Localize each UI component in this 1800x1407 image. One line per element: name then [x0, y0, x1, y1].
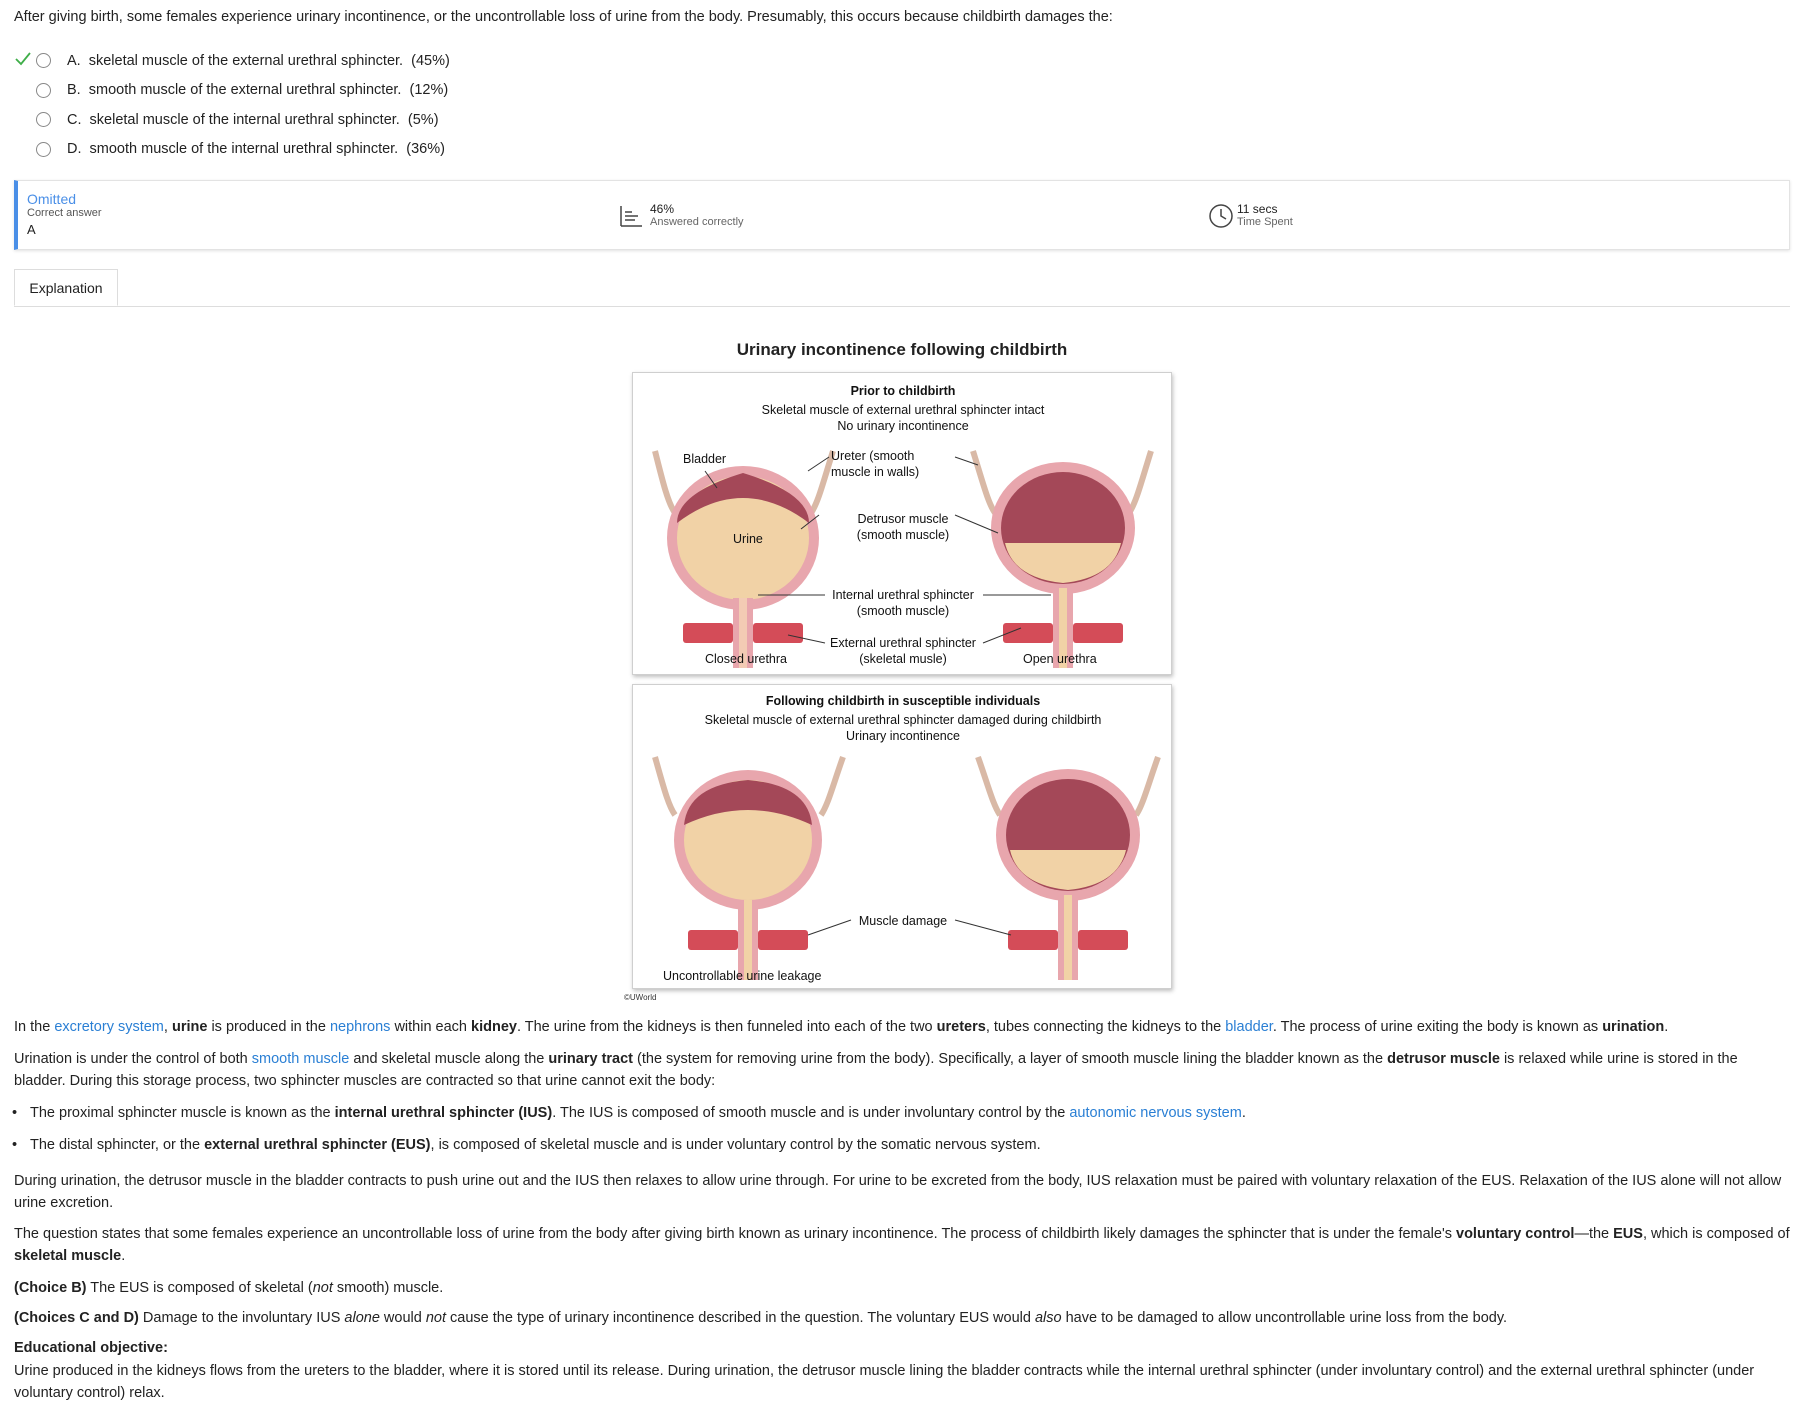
tab-explanation[interactable]: Explanation — [14, 269, 118, 306]
explanation-paragraph: Urination is under the control of both s… — [14, 1051, 1738, 1089]
check-icon — [15, 52, 31, 66]
explanation-paragraph: In the excretory system, urine is produc… — [14, 1019, 1669, 1035]
choice-label: B. smooth muscle of the external urethra… — [67, 82, 449, 99]
panel-subtitle: Skeletal muscle of external urethral sph… — [761, 403, 1045, 417]
answer-choices: A. skeletal muscle of the external ureth… — [14, 46, 450, 164]
panel-heading: Prior to childbirth — [850, 384, 956, 398]
label-urine-leakage: Uncontrollable urine leakage — [663, 969, 822, 983]
link-bladder[interactable]: bladder — [1225, 1019, 1273, 1035]
list-item: The proximal sphincter muscle is known a… — [12, 1102, 1770, 1124]
bladder-illustration-prior — [652, 450, 1154, 668]
choice-label: A. skeletal muscle of the external ureth… — [67, 52, 450, 69]
label-muscle-damage: Muscle damage — [858, 914, 948, 928]
radio-button[interactable] — [36, 112, 51, 128]
answer-status: Omitted Correct answer A — [27, 191, 102, 237]
time-spent-stat: 11 secs Time Spent — [1208, 203, 1293, 229]
explanation-paragraph: The question states that some females ex… — [14, 1226, 1790, 1264]
percent-value: 46% — [650, 202, 675, 216]
figure-panel-prior: Prior to childbirth Skeletal muscle of e… — [632, 372, 1172, 675]
choice-label: C. skeletal muscle of the internal ureth… — [67, 111, 439, 128]
correct-answer-value: A — [27, 222, 36, 237]
panel-subtitle: Urinary incontinence — [846, 729, 960, 743]
percent-correct-stat: 46% Answered correctly — [618, 203, 744, 229]
tab-bar: Explanation — [14, 269, 1790, 307]
panel-subtitle: No urinary incontinence — [837, 419, 969, 433]
label-open-urethra: Open urethra — [1023, 652, 1097, 666]
choice-explanation: (Choices C and D) Damage to the involunt… — [14, 1310, 1508, 1326]
percent-label: Answered correctly — [650, 216, 744, 228]
choice-label: D. smooth muscle of the internal urethra… — [67, 141, 445, 158]
link-excretory-system[interactable]: excretory system — [54, 1019, 164, 1035]
label-detrusor: Detrusor muscle(smooth muscle) — [856, 512, 950, 542]
figure-panel-following: Following childbirth in susceptible indi… — [632, 684, 1172, 989]
time-value: 11 secs — [1237, 202, 1278, 216]
choice-c[interactable]: C. skeletal muscle of the internal ureth… — [14, 105, 450, 135]
correct-answer-label: Correct answer — [27, 207, 102, 219]
label-bladder: Bladder — [683, 452, 727, 466]
radio-button[interactable] — [36, 82, 51, 98]
time-label: Time Spent — [1237, 216, 1293, 228]
label-closed-urethra: Closed urethra — [705, 652, 787, 666]
label-internal-sphincter: Internal urethral sphincter(smooth muscl… — [832, 588, 974, 618]
bar-chart-icon — [620, 206, 642, 227]
result-stats-bar: Omitted Correct answer A 46% Answered co… — [14, 180, 1790, 250]
objective-heading: Educational objective: — [14, 1340, 168, 1356]
copyright: ©UWorld — [624, 993, 657, 1002]
choice-explanation: (Choice B) The EUS is composed of skelet… — [14, 1280, 444, 1296]
figure-title: Urinary incontinence following childbirt… — [736, 340, 1068, 359]
explanation-paragraph: During urination, the detrusor muscle in… — [14, 1173, 1782, 1211]
panel-heading: Following childbirth in susceptible indi… — [765, 694, 1041, 708]
question-stem: After giving birth, some females experie… — [14, 9, 1113, 25]
objective-text: Urine produced in the kidneys flows from… — [14, 1363, 1755, 1401]
choice-b[interactable]: B. smooth muscle of the external urethra… — [14, 76, 450, 106]
link-autonomic-nervous-system[interactable]: autonomic nervous system — [1069, 1105, 1242, 1121]
list-item: The distal sphincter, or the external ur… — [12, 1134, 1770, 1156]
bladder-illustration-following — [652, 755, 1161, 980]
choice-d[interactable]: D. smooth muscle of the internal urethra… — [14, 135, 450, 165]
status-label: Omitted — [27, 191, 77, 207]
clock-icon — [1209, 204, 1233, 228]
choice-a[interactable]: A. skeletal muscle of the external ureth… — [14, 46, 450, 76]
radio-button[interactable] — [36, 141, 51, 157]
radio-button[interactable] — [36, 53, 51, 69]
link-smooth-muscle[interactable]: smooth muscle — [251, 1051, 350, 1067]
link-nephrons[interactable]: nephrons — [329, 1019, 391, 1035]
label-external-sphincter: External urethral sphincter(skeletal mus… — [830, 636, 976, 666]
label-urine: Urine — [733, 532, 763, 546]
panel-subtitle: Skeletal muscle of external urethral sph… — [704, 713, 1102, 727]
